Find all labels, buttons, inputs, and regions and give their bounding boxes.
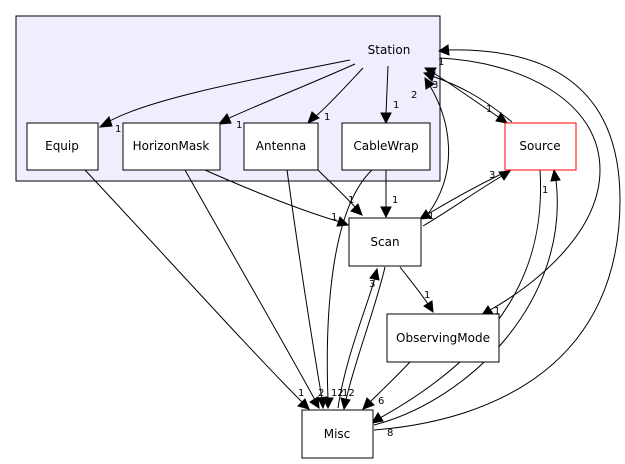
edge-equip-misc [84, 169, 303, 403]
node-station-label[interactable]: Station [368, 43, 411, 57]
node-antenna[interactable]: Antenna [243, 122, 319, 171]
edge-label: 12 [331, 388, 344, 399]
edge-cablewrap-misc [326, 169, 373, 400]
edge-scan-misc [345, 266, 386, 401]
edge-label: 2 [318, 388, 324, 399]
node-cablewrap-label[interactable]: CableWrap [353, 139, 418, 153]
edge-labels: 1 1 1 1 1 3 1 2 1 1 1 1 3 1 1 3 1 2 12 1… [115, 57, 548, 439]
node-cablewrap[interactable]: CableWrap [341, 122, 431, 171]
arrowhead [371, 412, 384, 424]
arrowhead [307, 111, 320, 124]
edge-label: 1 [542, 185, 548, 196]
arrowhead [419, 209, 432, 220]
edge-misc-scan [337, 277, 376, 409]
arrowhead [340, 397, 351, 411]
edge-label: 3 [369, 279, 375, 290]
node-misc[interactable]: Misc [301, 409, 374, 459]
edge-misc-station [373, 49, 621, 431]
arrowhead [422, 71, 436, 82]
node-misc-label[interactable]: Misc [324, 427, 351, 441]
edges [84, 44, 621, 431]
node-observingmode[interactable]: ObservingMode [386, 313, 500, 363]
edge-observingmode-misc [369, 361, 411, 403]
arrowhead [380, 206, 392, 219]
arrowhead [498, 170, 511, 181]
node-scan[interactable]: Scan [348, 217, 422, 267]
edge-antenna-misc [286, 169, 323, 400]
arrowhead [369, 267, 380, 281]
edge-label: 1 [115, 124, 121, 135]
edge-label: 12 [342, 388, 355, 399]
arrowhead [322, 397, 334, 410]
edge-label: 1 [438, 57, 444, 68]
edge-station-equip [107, 59, 351, 123]
arrowhead [380, 112, 392, 125]
arrowhead [217, 113, 232, 125]
arrowhead [362, 397, 375, 410]
edge-label: 6 [378, 396, 384, 407]
node-equip-label[interactable]: Equip [45, 139, 79, 153]
edge-misc-source [373, 179, 558, 426]
node-station[interactable]: Station [368, 43, 411, 57]
edge-label: 1 [392, 195, 398, 206]
edge-antenna-scan [317, 169, 357, 209]
edge-label: 3 [432, 80, 438, 91]
edge-label: 2 [411, 90, 417, 101]
edge-source-station [431, 75, 513, 123]
node-equip[interactable]: Equip [26, 122, 99, 171]
node-scan-label[interactable]: Scan [370, 235, 399, 249]
edge-station-source [431, 71, 501, 119]
nodes: Station Equip HorizonMask Antenna CableW… [26, 43, 577, 459]
edge-label: 1 [236, 120, 242, 131]
arrowhead [424, 77, 435, 90]
edge-source-misc [379, 169, 542, 419]
arrowhead [309, 396, 320, 409]
arrowhead [423, 300, 434, 313]
edge-label: 1 [331, 212, 337, 223]
edge-label: 1 [428, 211, 434, 222]
edge-station-antenna [314, 67, 364, 118]
edge-label: 1 [494, 306, 500, 317]
edge-horizonmask-misc [184, 169, 316, 401]
edge-scan-station [427, 85, 450, 215]
node-horizonmask[interactable]: HorizonMask [122, 122, 221, 171]
edge-label: 8 [387, 428, 393, 439]
edge-station-horizonmask [226, 63, 356, 120]
edge-station-cablewrap [385, 65, 389, 115]
node-source-label[interactable]: Source [519, 139, 560, 153]
node-observingmode-label[interactable]: ObservingMode [396, 331, 490, 345]
edge-scan-source [422, 175, 503, 227]
arrowhead [495, 112, 508, 124]
edge-scan-observingmode [399, 266, 429, 305]
arrowhead [297, 398, 310, 410]
edge-label: 1 [486, 104, 492, 115]
edge-source-scan [427, 169, 511, 215]
edge-label: 1 [298, 388, 304, 399]
edge-label: 1 [393, 100, 399, 111]
edge-horizonmask-scan [204, 169, 341, 223]
arrowhead [437, 44, 450, 56]
edge-label: 1 [324, 112, 330, 123]
arrowhead [98, 116, 113, 128]
node-source[interactable]: Source [504, 122, 577, 171]
arrowhead [350, 203, 363, 216]
edge-label: 3 [489, 170, 495, 181]
edge-label: 1 [348, 195, 354, 206]
node-antenna-label[interactable]: Antenna [256, 139, 306, 153]
node-horizonmask-label[interactable]: HorizonMask [133, 139, 210, 153]
arrowhead [550, 168, 561, 182]
edge-label: 1 [424, 290, 430, 301]
edge-station-observingmode [439, 57, 601, 311]
